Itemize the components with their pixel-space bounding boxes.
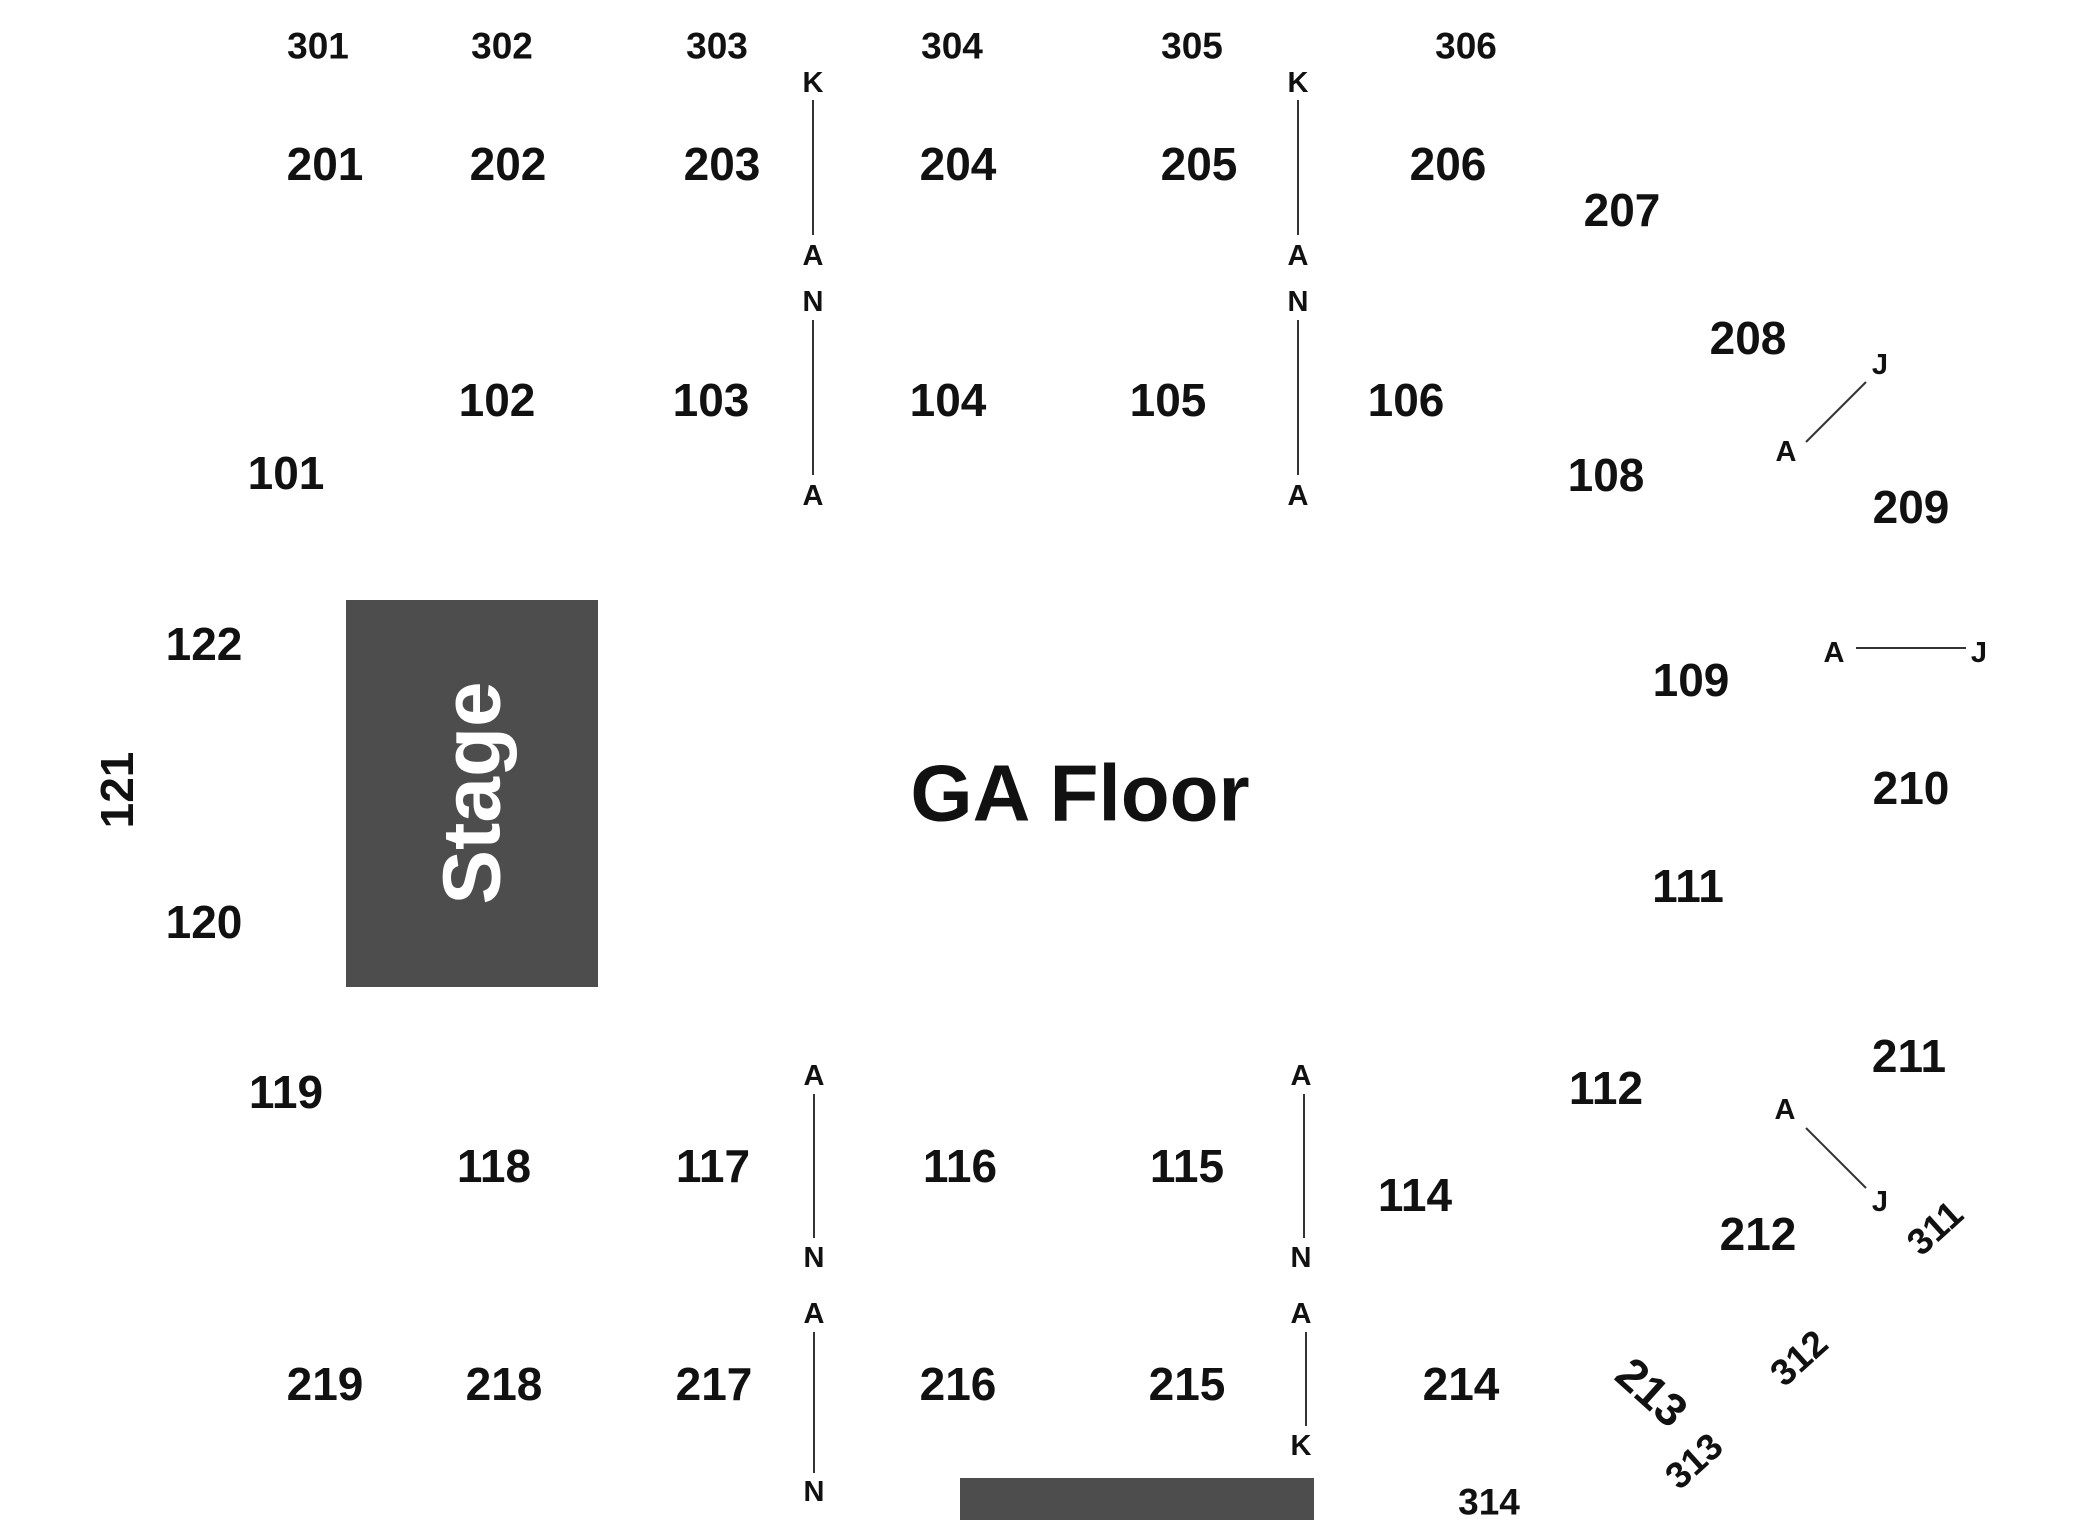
section-211[interactable]: 211: [1872, 1030, 1946, 1082]
section-111[interactable]: 111: [1652, 860, 1724, 912]
row-marker: K: [803, 67, 824, 99]
level-100: 101 102 103 104 105 106 108 109 111 112 …: [91, 374, 1729, 1221]
row-marker: A: [804, 1060, 825, 1092]
section-120[interactable]: 120: [166, 896, 243, 948]
section-119[interactable]: 119: [249, 1066, 323, 1118]
section-201[interactable]: 201: [287, 138, 364, 190]
section-213[interactable]: 213: [1606, 1347, 1698, 1437]
section-102[interactable]: 102: [459, 374, 536, 426]
row-marker: N: [1288, 286, 1309, 318]
section-202[interactable]: 202: [470, 138, 547, 190]
row-marker: K: [1291, 1430, 1312, 1462]
section-112[interactable]: 112: [1569, 1062, 1643, 1114]
row-marker: A: [1291, 1060, 1312, 1092]
section-109[interactable]: 109: [1653, 654, 1730, 706]
section-114[interactable]: 114: [1378, 1169, 1453, 1221]
section-106[interactable]: 106: [1368, 374, 1445, 426]
row-line: [1805, 1127, 1867, 1189]
section-101[interactable]: 101: [248, 447, 325, 499]
bottom-platform: [960, 1478, 1314, 1520]
row-marker: A: [1291, 1298, 1312, 1330]
section-301[interactable]: 301: [287, 26, 349, 67]
section-118[interactable]: 118: [457, 1140, 531, 1192]
row-marker: A: [1776, 436, 1797, 468]
row-marker: N: [804, 1242, 825, 1274]
section-303[interactable]: 303: [686, 26, 748, 67]
section-210[interactable]: 210: [1873, 762, 1950, 814]
section-103[interactable]: 103: [673, 374, 750, 426]
section-203[interactable]: 203: [684, 138, 761, 190]
stage: Stage: [346, 600, 598, 987]
row-marker: A: [803, 480, 824, 512]
section-311[interactable]: 311: [1899, 1193, 1971, 1263]
row-marker: A: [803, 240, 824, 272]
row-marker: N: [804, 1476, 825, 1508]
row-marker: N: [1291, 1242, 1312, 1274]
row-marker: N: [803, 286, 824, 318]
row-marker: A: [1288, 240, 1309, 272]
section-215[interactable]: 215: [1149, 1358, 1226, 1410]
section-208[interactable]: 208: [1710, 312, 1787, 364]
section-305[interactable]: 305: [1161, 26, 1223, 67]
section-105[interactable]: 105: [1130, 374, 1207, 426]
section-116[interactable]: 116: [923, 1140, 997, 1192]
row-marker: J: [1971, 637, 1987, 669]
section-204[interactable]: 204: [920, 138, 997, 190]
section-304[interactable]: 304: [921, 26, 983, 67]
row-marker: J: [1872, 1186, 1888, 1218]
level-200: 201 202 203 204 205 206 207 208 209 210 …: [287, 138, 1950, 1437]
section-206[interactable]: 206: [1410, 138, 1487, 190]
row-marker: A: [1775, 1094, 1796, 1126]
row-marker: K: [1288, 67, 1309, 99]
section-214[interactable]: 214: [1423, 1358, 1500, 1410]
section-115[interactable]: 115: [1150, 1140, 1224, 1192]
section-212[interactable]: 212: [1720, 1208, 1797, 1260]
section-312[interactable]: 312: [1762, 1322, 1835, 1394]
row-marker: A: [804, 1298, 825, 1330]
row-marker: A: [1288, 480, 1309, 512]
section-216[interactable]: 216: [920, 1358, 997, 1410]
section-314[interactable]: 314: [1458, 1482, 1520, 1520]
row-marker: A: [1824, 637, 1845, 669]
section-209[interactable]: 209: [1873, 481, 1950, 533]
section-117[interactable]: 117: [676, 1140, 750, 1192]
section-217[interactable]: 217: [676, 1358, 753, 1410]
ga-floor-label[interactable]: GA Floor: [910, 749, 1249, 838]
section-108[interactable]: 108: [1568, 449, 1645, 501]
section-302[interactable]: 302: [471, 26, 533, 67]
row-marker: J: [1872, 349, 1888, 381]
section-219[interactable]: 219: [287, 1358, 364, 1410]
section-207[interactable]: 207: [1584, 184, 1661, 236]
row-markers: K A N A K A N A J A A J A J A N A N: [803, 67, 1988, 1508]
stage-label: Stage: [427, 681, 518, 904]
section-104[interactable]: 104: [910, 374, 987, 426]
section-218[interactable]: 218: [466, 1358, 543, 1410]
section-205[interactable]: 205: [1161, 138, 1238, 190]
section-122[interactable]: 122: [166, 618, 243, 670]
section-313[interactable]: 313: [1657, 1425, 1730, 1497]
stage-block: [346, 600, 598, 987]
row-line: [1805, 381, 1867, 443]
section-306[interactable]: 306: [1435, 26, 1497, 67]
section-121[interactable]: 121: [91, 752, 143, 829]
